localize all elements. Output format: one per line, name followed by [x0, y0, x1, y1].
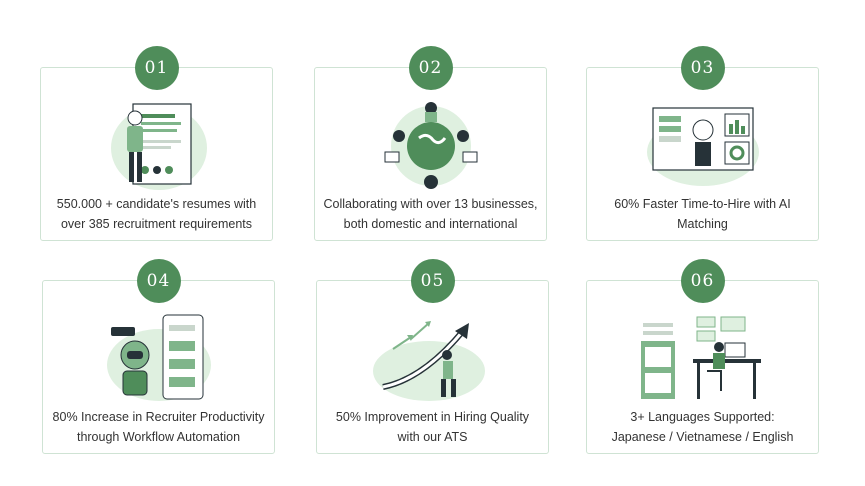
- card-number-badge: 01: [134, 46, 179, 90]
- card-caption: 3+ Languages Supported:Japanese / Vietna…: [611, 410, 794, 444]
- card-number-badge: 05: [410, 259, 455, 303]
- workspace-icon: [640, 316, 761, 399]
- card-number-badge: 06: [680, 259, 725, 303]
- card-number-badge: 03: [680, 46, 725, 90]
- ai-robot-icon: [646, 107, 759, 186]
- card-number-badge: 04: [136, 259, 181, 303]
- growth-arrow-icon: [372, 321, 485, 401]
- collaboration-icon: [384, 102, 477, 189]
- card-number-badge: 02: [408, 46, 453, 90]
- chatbot-icon: [106, 314, 211, 401]
- resume-icon: [110, 103, 207, 190]
- feature-card-6: 06 3+ Languages Supported:Japanese / Vie…: [586, 259, 819, 454]
- card-caption: Collaborating with over 13 businesses,bo…: [323, 197, 538, 231]
- feature-card-2: 02 Collaborating with over 13 businesses…: [314, 46, 547, 241]
- feature-card-4: 04 80% Increase in Recruiter Productivit…: [42, 259, 275, 454]
